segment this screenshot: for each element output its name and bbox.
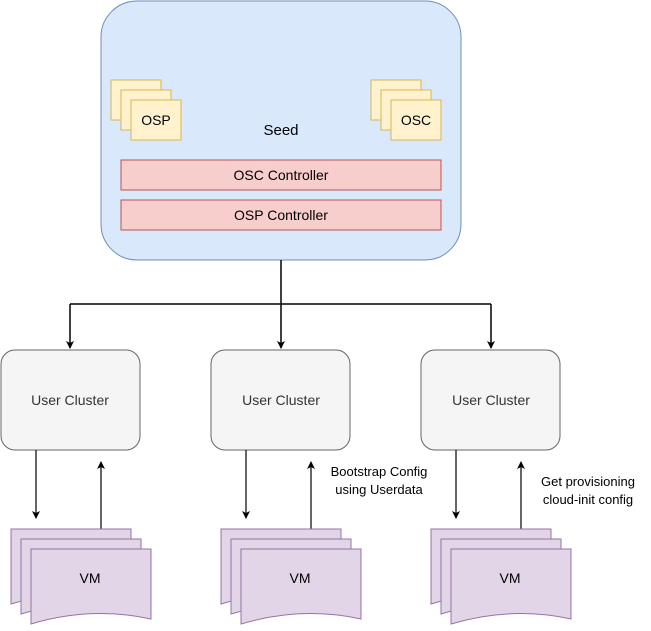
vm-stack-3[interactable]: VM: [430, 528, 572, 625]
vm-stack-2[interactable]: VM: [220, 528, 362, 625]
annotation-cluster-2-line-1: Bootstrap Config: [331, 464, 428, 479]
annotation-cluster-3-line-1: Get provisioning: [541, 474, 635, 489]
osp-controller-label: OSP Controller: [234, 207, 328, 223]
osc-card-stack[interactable]: OSC: [370, 79, 442, 141]
user-cluster-2[interactable]: User Cluster: [210, 349, 351, 451]
osc-controller-label: OSC Controller: [234, 167, 329, 183]
seed-to-cluster-connectors: [66, 260, 495, 349]
annotation-cluster-3-line-2: cloud-init config: [543, 492, 633, 507]
osp-label: OSP: [141, 112, 171, 128]
osp-controller[interactable]: OSP Controller: [120, 199, 442, 231]
annotation-cluster-3: Get provisioning cloud-init config: [541, 474, 635, 507]
vm-1-label: VM: [80, 570, 101, 586]
user-cluster-3-label: User Cluster: [452, 392, 530, 408]
osp-card-stack[interactable]: OSP: [110, 79, 182, 141]
annotation-cluster-2-line-2: using Userdata: [335, 482, 423, 497]
user-cluster-1-label: User Cluster: [31, 392, 109, 408]
osc-label: OSC: [401, 112, 431, 128]
vm-stack-1[interactable]: VM: [10, 528, 152, 625]
user-cluster-2-label: User Cluster: [242, 392, 320, 408]
seed-title: Seed: [263, 122, 298, 139]
user-cluster-1[interactable]: User Cluster: [0, 349, 141, 451]
vm-3-label: VM: [500, 570, 521, 586]
user-cluster-3[interactable]: User Cluster: [420, 349, 561, 451]
osc-controller[interactable]: OSC Controller: [120, 159, 442, 191]
vm-2-label: VM: [290, 570, 311, 586]
annotation-cluster-2: Bootstrap Config using Userdata: [331, 464, 428, 497]
